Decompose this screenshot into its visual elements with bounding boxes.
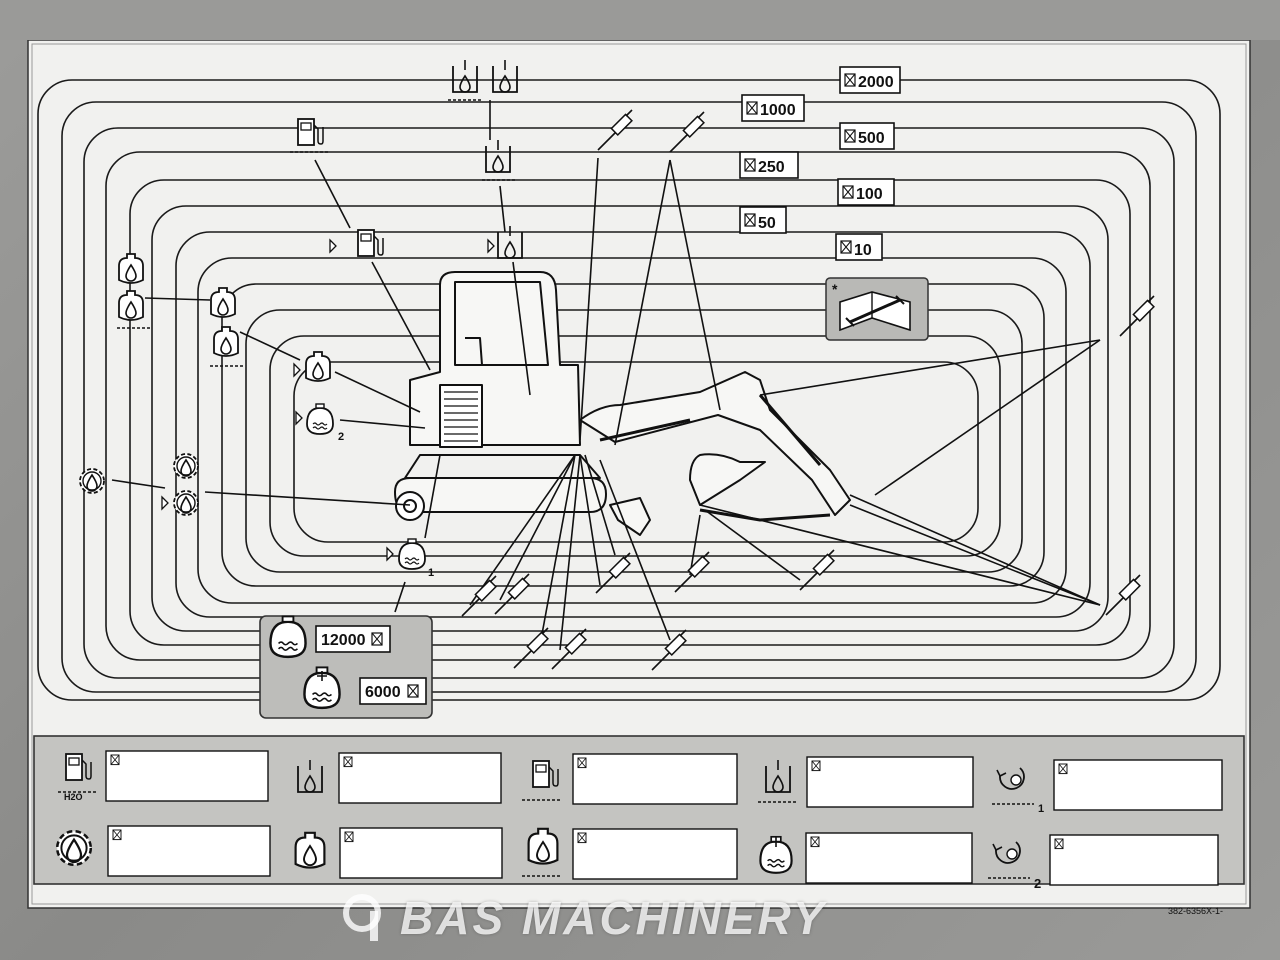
record-field-final-drive[interactable] [107, 825, 271, 877]
fuel-filter-icon [290, 118, 328, 153]
coolant-6000-text: 6000 [365, 684, 401, 701]
interval-100-box: 100 [837, 178, 895, 206]
bas-machinery-watermark: BAS MACHINERY [340, 888, 827, 948]
decal-border [31, 43, 1247, 905]
bas-logo-icon [343, 894, 381, 941]
engine-oil-change-icon [117, 254, 150, 329]
interval-1000-box: 1000 [741, 94, 805, 122]
swing-drive-2-icon: 2 [988, 841, 1041, 891]
long-interval-inset: 12000 6000 [259, 615, 433, 719]
interval-500-text: 500 [858, 130, 885, 147]
interval-50-text: 50 [758, 215, 776, 232]
excavator-diagram [394, 271, 851, 536]
record-field-swing-drive-2[interactable] [1049, 834, 1219, 886]
hydraulic-oil-change-record-icon [758, 760, 798, 803]
interval-250-text: 250 [758, 159, 785, 176]
record-row-1: H2O 1 [58, 750, 1223, 815]
coolant-record-icon [759, 835, 793, 874]
record-field-swing-drive-1[interactable] [1053, 759, 1223, 811]
interval-250-box: 250 [739, 151, 799, 179]
interval-1000-text: 1000 [760, 102, 796, 119]
swing-drive-1-icon: 1 [992, 767, 1044, 815]
engine-oil-filter-icon [210, 288, 244, 367]
engine-oil-record-icon [296, 833, 325, 868]
decal-header-strip [0, 0, 1280, 40]
final-drive-record-icon [57, 831, 91, 865]
fuel-filter-record-icon [522, 760, 562, 801]
record-field-coolant[interactable] [805, 832, 973, 884]
hydraulic-filter-top-icon [448, 60, 517, 101]
service-record-panel: H2O 1 [33, 735, 1245, 891]
record-field-hydraulic-filter[interactable] [338, 752, 502, 804]
fuel-level-icon [329, 229, 384, 257]
swing-2-number: 2 [1034, 876, 1041, 891]
coolant-level-2-icon: 2 [295, 403, 344, 443]
record-field-engine-oil-filter[interactable] [572, 828, 738, 880]
interval-2000-text: 2000 [858, 74, 894, 91]
interval-2000-box: 2000 [839, 66, 901, 94]
interval-route-rings [37, 79, 1221, 701]
record-field-fuel-filter[interactable] [572, 753, 738, 805]
interval-500-box: 500 [839, 122, 895, 150]
watermark-text: BAS MACHINERY [400, 892, 827, 944]
interval-10-box: 10 [835, 233, 883, 261]
water-separator-label: H2O [64, 792, 83, 802]
coolant-2-number: 2 [338, 431, 344, 443]
coolant-level-1-icon: 1 [386, 538, 434, 579]
record-row-2: 2 [57, 825, 1219, 891]
hydraulic-tank-250-icon [482, 140, 516, 181]
coolant-1-number: 1 [428, 567, 434, 579]
hydraulic-level-icon [487, 226, 522, 258]
svg-text:*: * [832, 281, 838, 297]
interval-50-box: 50 [739, 206, 787, 234]
part-number: 382-6356X-1- [1168, 906, 1224, 916]
record-field-hydraulic-oil[interactable] [806, 756, 974, 808]
interval-10-text: 10 [854, 242, 872, 259]
swing-1-number: 1 [1038, 803, 1044, 815]
water-separator-icon: H2O [58, 753, 96, 802]
final-drive-oil-check-icon [161, 454, 198, 515]
service-manual-icon: * [825, 277, 929, 341]
engine-oil-filter-record-icon [522, 829, 562, 877]
coolant-12000-text: 12000 [321, 632, 366, 649]
final-drive-oil-change-icon [80, 469, 104, 493]
record-field-water-separator[interactable] [105, 750, 269, 802]
record-field-engine-oil[interactable] [339, 827, 503, 879]
interval-100-text: 100 [856, 186, 883, 203]
engine-oil-level-icon [293, 352, 330, 381]
leader-lines [111, 100, 1101, 651]
